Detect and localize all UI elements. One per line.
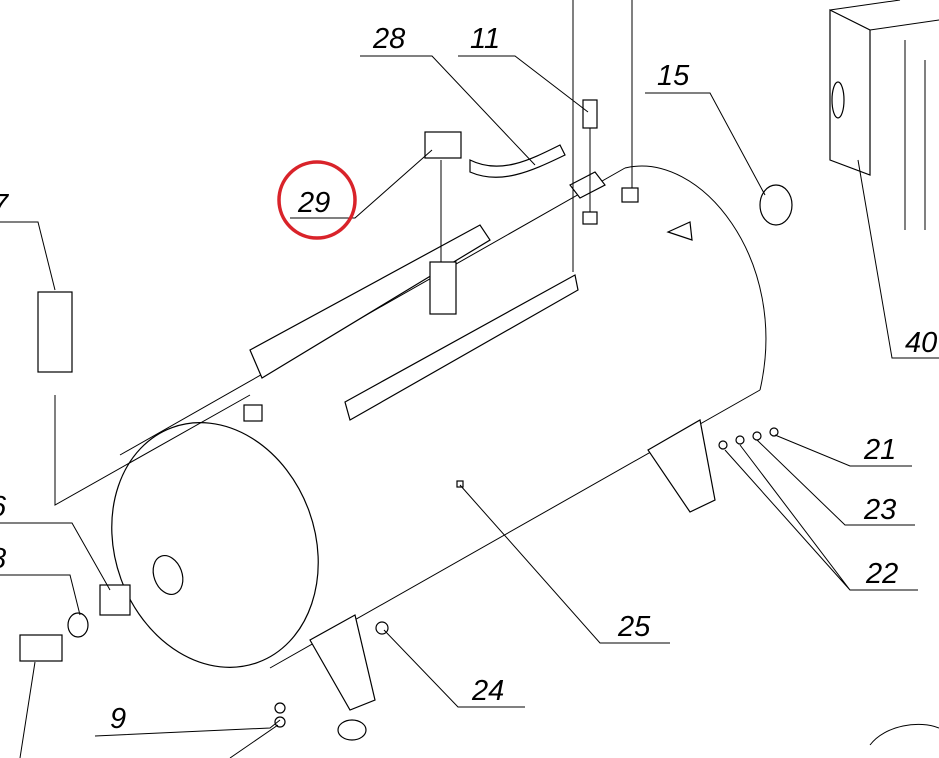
label-11: 11 — [470, 23, 500, 55]
label-28: 28 — [372, 23, 405, 55]
mounting-brackets — [249, 171, 716, 711]
label-6: 6 — [0, 491, 7, 523]
label-8: 8 — [0, 543, 6, 575]
label-7: 7 — [0, 189, 10, 221]
label-40: 40 — [905, 327, 937, 359]
highlight-circle — [277, 160, 357, 240]
part-labels: 28 11 15 29 7 40 21 23 22 25 24 9 6 8 — [0, 23, 937, 735]
label-21: 21 — [863, 434, 896, 466]
air-tank — [111, 165, 767, 669]
label-25: 25 — [617, 611, 651, 643]
label-23: 23 — [863, 494, 896, 526]
label-24: 24 — [471, 675, 504, 707]
label-22: 22 — [865, 558, 898, 590]
fittings — [19, 0, 939, 746]
label-9: 9 — [110, 703, 126, 735]
label-15: 15 — [657, 60, 690, 92]
leader-lines — [0, 55, 939, 758]
label-29: 29 — [297, 187, 330, 219]
